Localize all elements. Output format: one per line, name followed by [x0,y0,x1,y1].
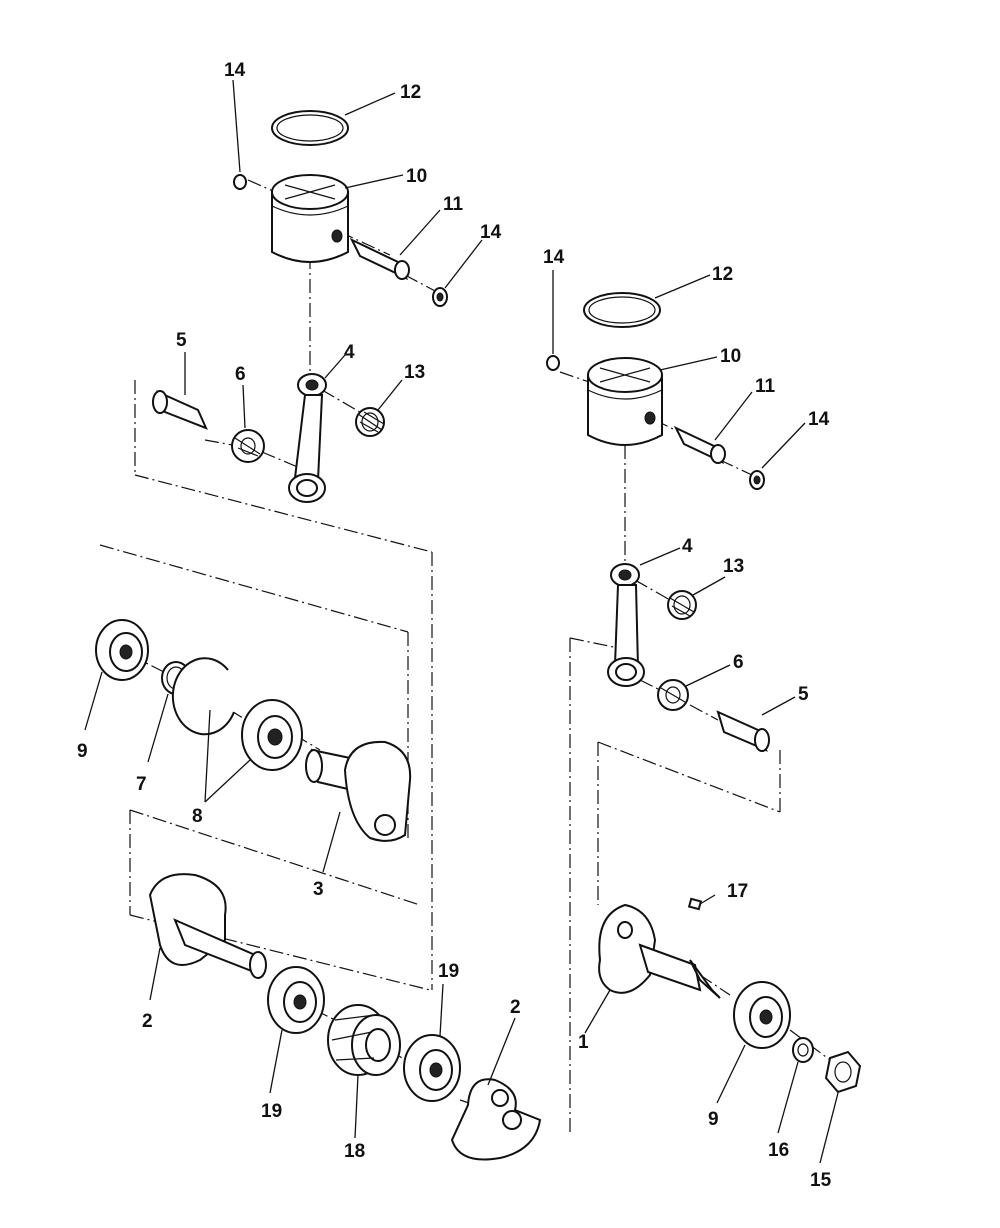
nut-15 [824,1050,862,1094]
callout-4-a: 4 [344,342,355,363]
callout-5-a: 5 [176,330,187,351]
crank-half-3 [305,740,412,842]
circlip-left-a [233,174,247,190]
callout-10-b: 10 [720,346,741,367]
callout-7: 7 [136,774,147,795]
callout-1: 1 [578,1032,589,1053]
callout-4-b: 4 [682,536,693,557]
part-graphics [95,110,862,1161]
callout-11-b: 11 [755,376,776,397]
crank-pin-right [716,710,770,752]
connecting-rod-right [607,563,645,687]
callout-18: 18 [344,1141,365,1162]
callout-14-d: 14 [808,409,830,430]
bearing-19-left [267,966,325,1034]
crank-half-1 [598,903,721,999]
callout-19-b: 19 [261,1101,282,1122]
callout-13-b: 13 [723,556,744,577]
main-bearing-right [733,981,791,1049]
callout-9-a: 9 [77,741,88,762]
roller-bearing-right [657,679,689,711]
woodruff-key-17 [687,897,703,911]
callout-11-a: 11 [443,194,464,215]
callout-2-a: 2 [142,1011,153,1032]
callout-15: 15 [810,1170,832,1191]
needle-bearing-right [667,590,697,620]
callout-14-c: 14 [543,247,565,268]
crank-web-2-right [450,1078,542,1161]
connecting-rod-left [288,373,327,503]
crank-web-2-left [148,873,267,979]
circlip-right-a [546,355,560,371]
c-ring-8 [171,657,235,736]
bearing-19-right [403,1034,461,1102]
piston-right [587,357,663,446]
callout-16: 16 [768,1140,789,1161]
piston-ring-right [583,292,661,328]
callout-10-a: 10 [406,166,427,187]
wrist-pin-right [673,425,726,465]
callout-9-b: 9 [708,1109,719,1130]
needle-bearing-left [355,407,385,437]
callout-14-a: 14 [224,60,246,81]
piston-left [271,174,349,263]
wrist-pin-left [349,237,410,281]
piston-ring-left [271,110,349,146]
bearing-8 [241,699,303,771]
callout-6-b: 6 [733,652,744,673]
callout-6-a: 6 [235,364,246,385]
callout-12-b: 12 [712,264,733,285]
roller-bearing-left [231,429,265,463]
callout-2-b: 2 [510,997,521,1018]
callout-13-a: 13 [404,362,425,383]
crank-pin-left [152,390,208,430]
callout-17: 17 [727,881,748,902]
callout-12-a: 12 [400,82,421,103]
assembly-lines [99,179,831,1135]
callout-labels: 14 12 10 11 14 5 6 4 13 14 12 10 11 14 4… [77,60,832,1191]
lock-washer-16 [792,1037,814,1063]
callout-19-a: 19 [438,961,459,982]
callout-3: 3 [313,879,324,900]
center-seal-18 [327,1004,401,1076]
main-bearing-left [95,619,149,681]
callout-14-b: 14 [480,222,502,243]
leader-lines [84,79,839,1164]
callout-5-b: 5 [798,684,809,705]
callout-8: 8 [192,806,203,827]
